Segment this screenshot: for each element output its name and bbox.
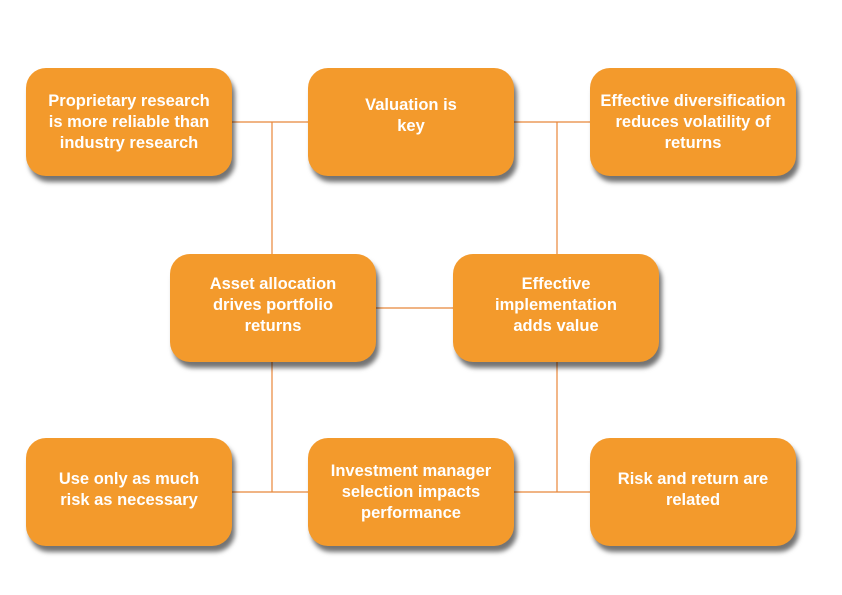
- box-label-implementation: Effective implementation adds value: [495, 274, 617, 335]
- box-implementation: Effective implementation adds value: [453, 254, 659, 362]
- box-label-risk-return: Risk and return are related: [617, 470, 769, 509]
- box-label-proprietary-research: Proprietary research is more reliable th…: [48, 91, 210, 152]
- box-label-diversification: Effective diversification reduces volati…: [600, 91, 786, 152]
- box-label-risk-necessary: Use only as much risk as necessary: [58, 470, 200, 509]
- box-label-manager-selection: Investment manager selection impacts per…: [330, 461, 492, 522]
- box-valuation: Valuation is key: [308, 68, 514, 176]
- box-label-asset-allocation: Asset allocation drives portfolio return…: [209, 274, 337, 335]
- box-risk-return: Risk and return are related: [590, 438, 796, 546]
- box-asset-allocation: Asset allocation drives portfolio return…: [170, 254, 376, 362]
- box-diversification: Effective diversification reduces volati…: [590, 68, 796, 176]
- box-risk-necessary: Use only as much risk as necessary: [26, 438, 232, 546]
- box-label-valuation: Valuation is key: [365, 96, 457, 135]
- box-proprietary-research: Proprietary research is more reliable th…: [26, 68, 232, 176]
- box-manager-selection: Investment manager selection impacts per…: [308, 438, 514, 546]
